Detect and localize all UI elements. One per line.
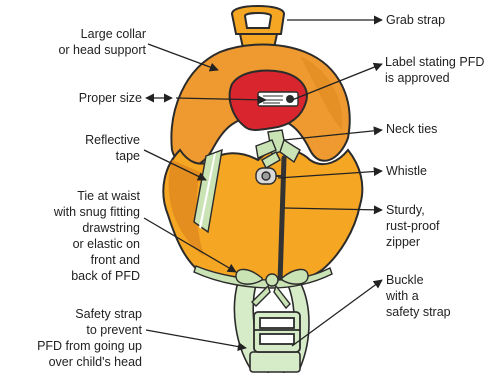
buckle-label-line3: safety strap [386, 305, 451, 319]
safety-strap-label-line3: PFD from going up [37, 339, 142, 353]
buckle [254, 312, 300, 352]
tie-waist-label-line1: Tie at waist [77, 189, 140, 203]
safety-strap-label-line1: Safety strap [75, 307, 142, 321]
buckle-label-line1: Buckle [386, 273, 424, 287]
label-pfd-label-line2: is approved [385, 71, 450, 85]
arrow-large-collar [148, 44, 218, 70]
zipper-label-line3: zipper [386, 235, 420, 249]
safety-strap-label-line4: over child's head [49, 355, 142, 369]
buckle-label-line2: with a [385, 289, 419, 303]
grab-strap-label: Grab strap [386, 13, 445, 27]
zipper-label-line2: rust-proof [386, 219, 440, 233]
large-collar-label-line1: Large collar [81, 27, 146, 41]
tie-waist-label-line6: back of PFD [71, 269, 140, 283]
label-pfd-label-line1: Label stating PFD [385, 55, 484, 69]
grab-strap [232, 6, 284, 48]
tie-waist-label-line2: with snug fitting [53, 205, 140, 219]
proper-size-label: Proper size [79, 91, 142, 105]
tie-waist-label-line3: drawstring [82, 221, 140, 235]
safety-strap-label-line2: to prevent [86, 323, 142, 337]
neck-ties-label: Neck ties [386, 122, 437, 136]
tie-waist-label-line5: front and [91, 253, 140, 267]
whistle-label: Whistle [386, 164, 427, 178]
reflective-tape-label-line2: tape [116, 149, 140, 163]
tie-waist-label-line4: or elastic on [73, 237, 140, 251]
reflective-tape-label-line1: Reflective [85, 133, 140, 147]
large-collar-label-line2: or head support [58, 43, 146, 57]
arrow-safety-strap [146, 330, 246, 348]
zipper-label-line1: Sturdy, [386, 203, 425, 217]
